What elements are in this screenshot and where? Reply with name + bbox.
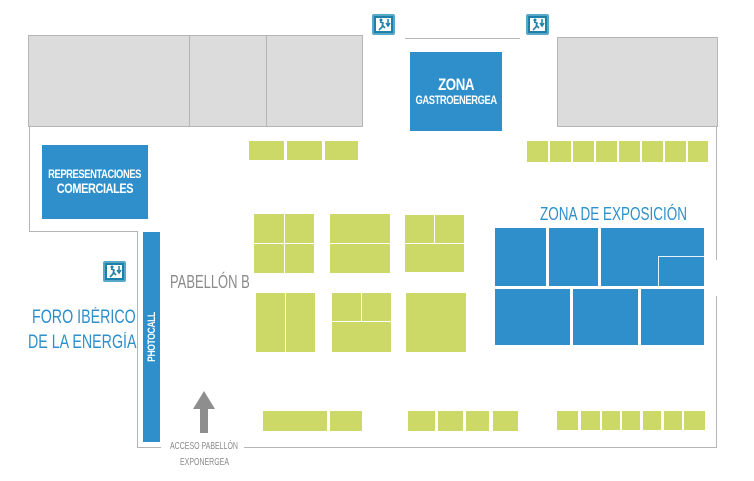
pabellon-b-label: PABELLÓN B (170, 272, 250, 292)
building-block-1 (28, 35, 190, 127)
exhibitor-booth[interactable] (405, 215, 434, 243)
exhibitor-booth[interactable] (285, 244, 314, 273)
exhibitor-booth[interactable] (665, 141, 686, 162)
arrow-up-icon (193, 391, 215, 438)
exhibitor-booth[interactable] (406, 293, 466, 352)
exhibitor-booth[interactable] (330, 214, 390, 243)
zona-exposicion-label: ZONA DE EXPOSICIÓN (540, 204, 688, 224)
wall-bottom (244, 447, 717, 448)
zone-gastroenergea-subtitle: GASTROENERGEA (415, 93, 497, 108)
wall-left-step (29, 231, 137, 232)
expo-booth[interactable] (495, 228, 546, 286)
building-block-4 (557, 37, 718, 127)
exhibitor-booth[interactable] (581, 411, 600, 430)
zone-photocall[interactable]: PHOTOCALL (143, 232, 160, 442)
exhibitor-booth[interactable] (664, 411, 682, 430)
exhibitor-booth[interactable] (435, 215, 464, 243)
exhibitor-booth[interactable] (688, 141, 708, 162)
exhibitor-booth[interactable] (550, 141, 571, 162)
expo-booth-divider (658, 256, 704, 286)
zone-gastroenergea[interactable]: ZONA GASTROENERGEA (410, 52, 502, 131)
exhibitor-booth[interactable] (466, 411, 489, 431)
wall-left-upper (29, 36, 30, 232)
exhibitor-booth[interactable] (332, 293, 361, 321)
expo-booth[interactable] (601, 228, 704, 286)
exhibitor-booth[interactable] (643, 411, 661, 430)
wall-top-middle (405, 38, 520, 39)
zone-representaciones-line1: REPRESENTACIONES (48, 166, 142, 181)
expo-booth[interactable] (549, 228, 598, 286)
exhibitor-booth[interactable] (254, 244, 284, 273)
exhibitor-booth[interactable] (684, 411, 705, 430)
zone-representaciones-comerciales[interactable]: REPRESENTACIONES COMERCIALES (42, 145, 148, 219)
exhibitor-booth[interactable] (619, 141, 640, 162)
exhibitor-booth[interactable] (286, 293, 315, 352)
exhibitor-booth[interactable] (332, 322, 391, 352)
zone-photocall-label: PHOTOCALL (145, 312, 158, 362)
exhibitor-booth[interactable] (405, 244, 464, 272)
exhibitor-booth[interactable] (362, 293, 391, 321)
expo-booth[interactable] (573, 289, 638, 345)
emergency-exit-icon (526, 14, 549, 35)
exhibitor-booth[interactable] (573, 141, 594, 162)
foro-iberico-label-line2[interactable]: DE LA ENERGÍA (28, 332, 137, 353)
exhibitor-booth[interactable] (642, 141, 663, 162)
exhibitor-booth[interactable] (325, 141, 358, 160)
exhibitor-booth[interactable] (330, 244, 390, 273)
building-block-3 (266, 35, 363, 127)
building-block-2 (189, 35, 267, 127)
exhibitor-booth[interactable] (596, 141, 617, 162)
expo-booth[interactable] (641, 289, 704, 345)
acceso-label-line2: EXPONERGEA (180, 457, 230, 468)
exhibitor-booth[interactable] (287, 141, 322, 160)
acceso-label-line1: ACCESO PABELLÓN (170, 441, 238, 452)
exhibitor-booth[interactable] (438, 411, 463, 431)
wall-left-lower (137, 231, 138, 447)
exhibitor-booth[interactable] (408, 411, 435, 431)
exhibitor-booth[interactable] (330, 411, 362, 431)
emergency-exit-icon (372, 14, 395, 35)
wall-right-upper (716, 120, 717, 260)
zone-representaciones-line2: COMERCIALES (56, 179, 134, 196)
emergency-exit-icon (103, 261, 126, 282)
exhibitor-booth[interactable] (493, 411, 518, 431)
exhibitor-booth[interactable] (256, 293, 285, 352)
exhibitor-booth[interactable] (254, 214, 284, 243)
exhibitor-booth[interactable] (622, 411, 640, 430)
exhibitor-booth[interactable] (263, 411, 327, 431)
exhibitor-booth[interactable] (285, 214, 314, 243)
exhibitor-booth[interactable] (557, 411, 578, 430)
wall-bottom-left (137, 447, 161, 448)
wall-right-lower (716, 296, 717, 448)
foro-iberico-label-line1[interactable]: FORO IBÉRICO (32, 307, 136, 328)
expo-booth[interactable] (495, 289, 570, 345)
zone-gastroenergea-title: ZONA (437, 74, 474, 94)
exhibitor-booth[interactable] (602, 411, 620, 430)
exhibitor-booth[interactable] (249, 141, 284, 160)
exhibitor-booth[interactable] (527, 141, 548, 162)
